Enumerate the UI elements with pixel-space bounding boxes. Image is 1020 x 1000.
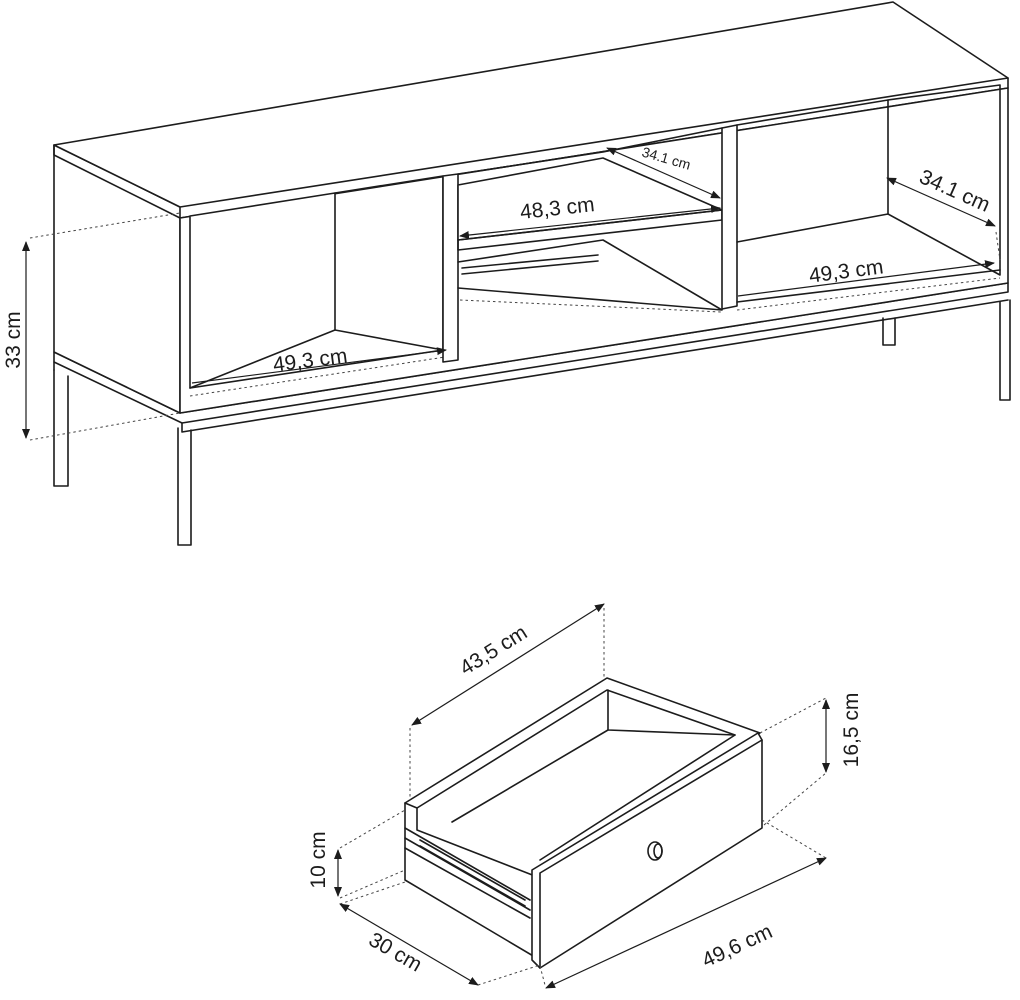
drawer-height-label: 16,5 cm <box>840 693 863 768</box>
left-compartment <box>189 173 459 397</box>
drawer-knob <box>647 841 663 861</box>
drawer-inner-height-label: 10 cm <box>307 831 330 888</box>
cabinet-height-dimension: 33 cm <box>2 212 181 441</box>
drawer-inner-width-label: 30 cm <box>365 928 426 977</box>
drawer-inner-height-dimension: 10 cm <box>307 809 406 899</box>
tv-cabinet: 33 cm 49,3 cm 48,3 cm 34.1 cm 49,3 cm 34… <box>2 1 1011 546</box>
cabinet-left-front-leg <box>53 369 69 487</box>
right-compartment <box>736 84 1001 311</box>
cabinet-height-label: 33 cm <box>2 311 25 368</box>
drawer-depth-label: 43,5 cm <box>456 621 532 680</box>
drawer-front-width-label: 49,6 cm <box>699 920 776 972</box>
drawer: 43,5 cm 16,5 cm 10 cm 30 cm 49,6 cm <box>307 603 863 989</box>
drawer-runner <box>404 827 531 919</box>
drawer-height-dimension: 16,5 cm <box>759 693 863 826</box>
cabinet-back-legs <box>882 299 1011 401</box>
cabinet-center-front-leg <box>177 427 192 546</box>
